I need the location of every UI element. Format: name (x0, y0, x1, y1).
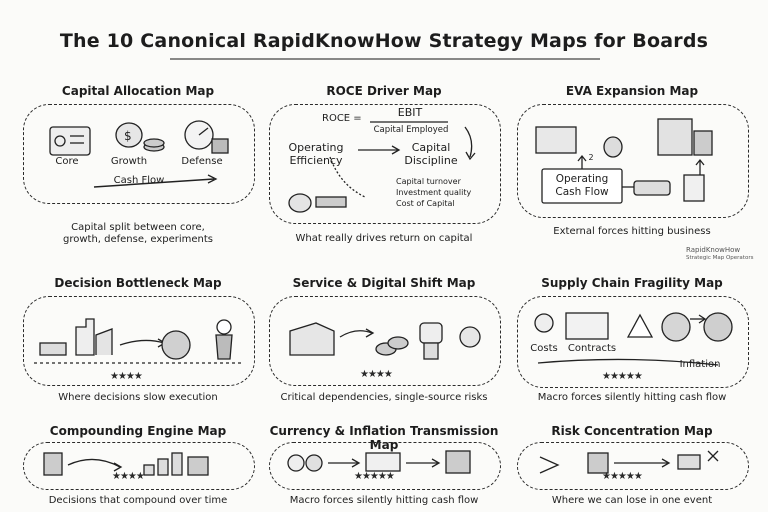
card-caption: What really drives return on capital (295, 233, 473, 244)
label-capital-employed: Capital Employed (373, 125, 449, 135)
map-card-roce-driver[interactable]: ROCE Driver Map ROCE = EBIT Capital Empl… (264, 84, 504, 254)
label-operating-cash-flow: Operating Cash Flow (555, 173, 609, 198)
brand-mark: RapidKnowHow Strategic Map Operators (686, 246, 753, 262)
map-card-decision-bottleneck[interactable]: Decision Bottleneck Map ★★★★ Where decis… (18, 276, 258, 406)
driver-capital-turnover: Capital turnover (396, 177, 461, 186)
card-title: Compounding Engine Map (49, 424, 227, 438)
rating-stars: ★★★★★ (354, 471, 395, 482)
label-inflation: Inflation (679, 359, 721, 370)
brand-tagline: Strategic Map Operators (686, 255, 754, 261)
label-contracts: Contracts (567, 343, 617, 354)
rating-stars: ★★★★ (110, 371, 143, 382)
label-core: Core (55, 156, 79, 167)
card-title: Supply Chain Fragility Map (541, 276, 723, 290)
sketch-frame: Costs Contracts Inflation ★★★★★ (517, 296, 749, 388)
card-caption: Where decisions slow execution (58, 392, 218, 403)
card-title: Decision Bottleneck Map (54, 276, 222, 290)
sketch-frame: ★★★★ (23, 296, 255, 386)
roce-driver-sketch (288, 121, 476, 213)
page-title: The 10 Canonical RapidKnowHow Strategy M… (59, 30, 709, 52)
sketch-frame: ★★★★ (269, 296, 501, 386)
brand-name: RapidKnowHow (686, 246, 741, 254)
eva-expansion-sketch (535, 118, 713, 204)
card-caption: Critical dependencies, single-source ris… (280, 392, 488, 403)
label-roce: ROCE = (322, 113, 362, 124)
map-card-compounding-engine[interactable]: Compounding Engine Map ★★★★ Decisions th… (18, 424, 258, 512)
card-title: EVA Expansion Map (565, 84, 699, 98)
card-title: ROCE Driver Map (326, 84, 442, 98)
driver-investment-quality: Investment quality (396, 188, 472, 197)
currency-inflation-sketch (287, 450, 471, 474)
card-caption: External forces hitting business (553, 226, 711, 237)
map-card-capital-allocation[interactable]: Capital Allocation Map $ Core Growth Def… (18, 84, 258, 254)
map-card-eva-expansion[interactable]: EVA Expansion Map 2 Operating Cash Flow … (512, 84, 752, 254)
card-caption: Decisions that compound over time (48, 495, 228, 506)
rating-stars: ★★★★ (360, 369, 393, 380)
card-caption: Macro forces silently hitting cash flow (537, 392, 727, 403)
card-title: Service & Digital Shift Map (292, 276, 476, 290)
label-growth: Growth (110, 156, 148, 167)
card-title: Capital Allocation Map (61, 84, 215, 98)
card-title: Risk Concentration Map (551, 424, 713, 438)
rating-stars: ★★★★ (112, 471, 145, 482)
sketch-frame: ROCE = EBIT Capital Employed Operating E… (269, 104, 501, 224)
rating-stars: ★★★★★ (602, 471, 643, 482)
title-underline (170, 58, 600, 60)
driver-cost-of-capital: Cost of Capital (396, 199, 455, 208)
card-title: Currency & Inflation Transmission Map (269, 424, 499, 452)
card-caption: Capital split between core, growth, defe… (62, 222, 214, 245)
map-card-currency-inflation[interactable]: Currency & Inflation Transmission Map ★★… (264, 424, 504, 512)
map-card-service-digital-shift[interactable]: Service & Digital Shift Map ★★★★ Critica… (264, 276, 504, 406)
card-caption: Where we can lose in one event (551, 495, 713, 506)
label-defense: Defense (181, 156, 223, 167)
sketch-frame: ★★★★★ (269, 442, 501, 490)
label-two: 2 (588, 153, 594, 162)
map-card-supply-chain-fragility[interactable]: Supply Chain Fragility Map Costs Contrac… (512, 276, 752, 406)
sketch-frame: 2 Operating Cash Flow (517, 104, 749, 218)
sketch-frame: ★★★★ (23, 442, 255, 490)
risk-concentration-sketch (539, 450, 719, 474)
label-cash-flow: Cash Flow (113, 175, 165, 186)
sketch-frame: ★★★★★ (517, 442, 749, 490)
supply-chain-fragility-sketch (534, 312, 733, 366)
label-costs: Costs (530, 343, 558, 354)
card-caption: Macro forces silently hitting cash flow (289, 495, 479, 506)
label-capital-discipline: Capital Discipline (404, 141, 458, 167)
sketch-frame: $ Core Growth Defense Cash Flow (23, 104, 255, 204)
service-digital-shift-sketch (289, 322, 481, 360)
map-card-risk-concentration[interactable]: Risk Concentration Map ★★★★★ Where we ca… (512, 424, 752, 512)
label-ebit: EBIT (397, 106, 423, 119)
svg-text:$: $ (124, 129, 132, 143)
capital-allocation-sketch: $ (49, 120, 229, 188)
decision-bottleneck-sketch (34, 318, 244, 364)
label-operating-efficiency: Operating Efficiency (288, 141, 344, 167)
rating-stars: ★★★★★ (602, 371, 643, 382)
compounding-engine-sketch (43, 452, 209, 476)
